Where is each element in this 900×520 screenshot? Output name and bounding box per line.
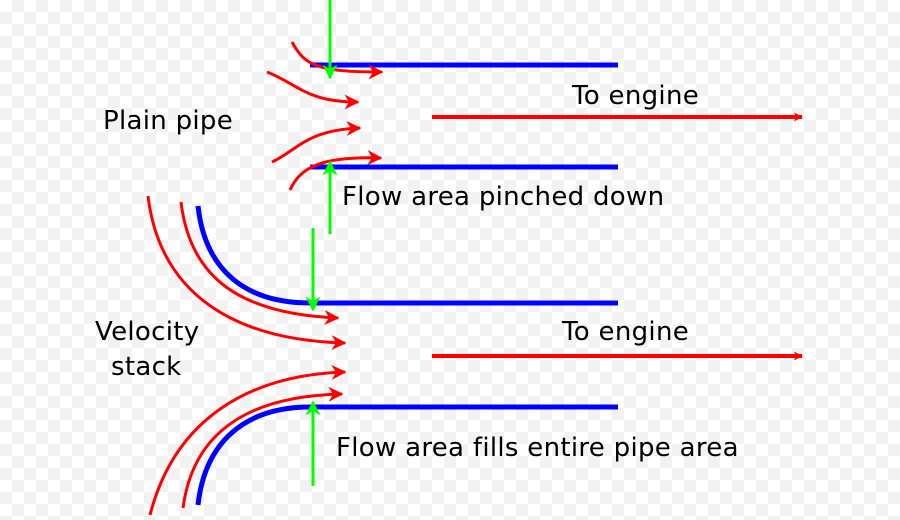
plain-flow-arrow-1 xyxy=(290,41,384,80)
plain-flow-arrow-4 xyxy=(288,150,383,191)
stack-engine-label: To engine xyxy=(561,317,689,347)
stack-flow-arrow-4 xyxy=(181,386,344,509)
stack-flow-arrow-1 xyxy=(179,201,340,325)
plain-annotation: Flow area pinched down xyxy=(342,182,664,212)
stack-annotation: Flow area fills entire pipe area xyxy=(336,433,739,463)
plain-pipe-group: Plain pipe To engine Flow area pinched d… xyxy=(103,0,803,234)
stack-flow-arrow-3 xyxy=(148,364,347,516)
plain-pipe-label: Plain pipe xyxy=(103,106,233,136)
velocity-stack-group: Velocity stack To engine Flow area fills… xyxy=(95,195,803,516)
stack-label-line2: stack xyxy=(111,352,182,382)
plain-engine-label: To engine xyxy=(571,81,699,111)
plain-flow-arrow-3 xyxy=(271,121,362,164)
stack-flow-arrow-2 xyxy=(146,195,347,351)
plain-flow-arrow-2 xyxy=(266,70,360,110)
stack-label-line1: Velocity xyxy=(95,317,199,347)
stack-bottom-wall xyxy=(195,404,618,506)
stack-top-wall xyxy=(195,205,618,306)
